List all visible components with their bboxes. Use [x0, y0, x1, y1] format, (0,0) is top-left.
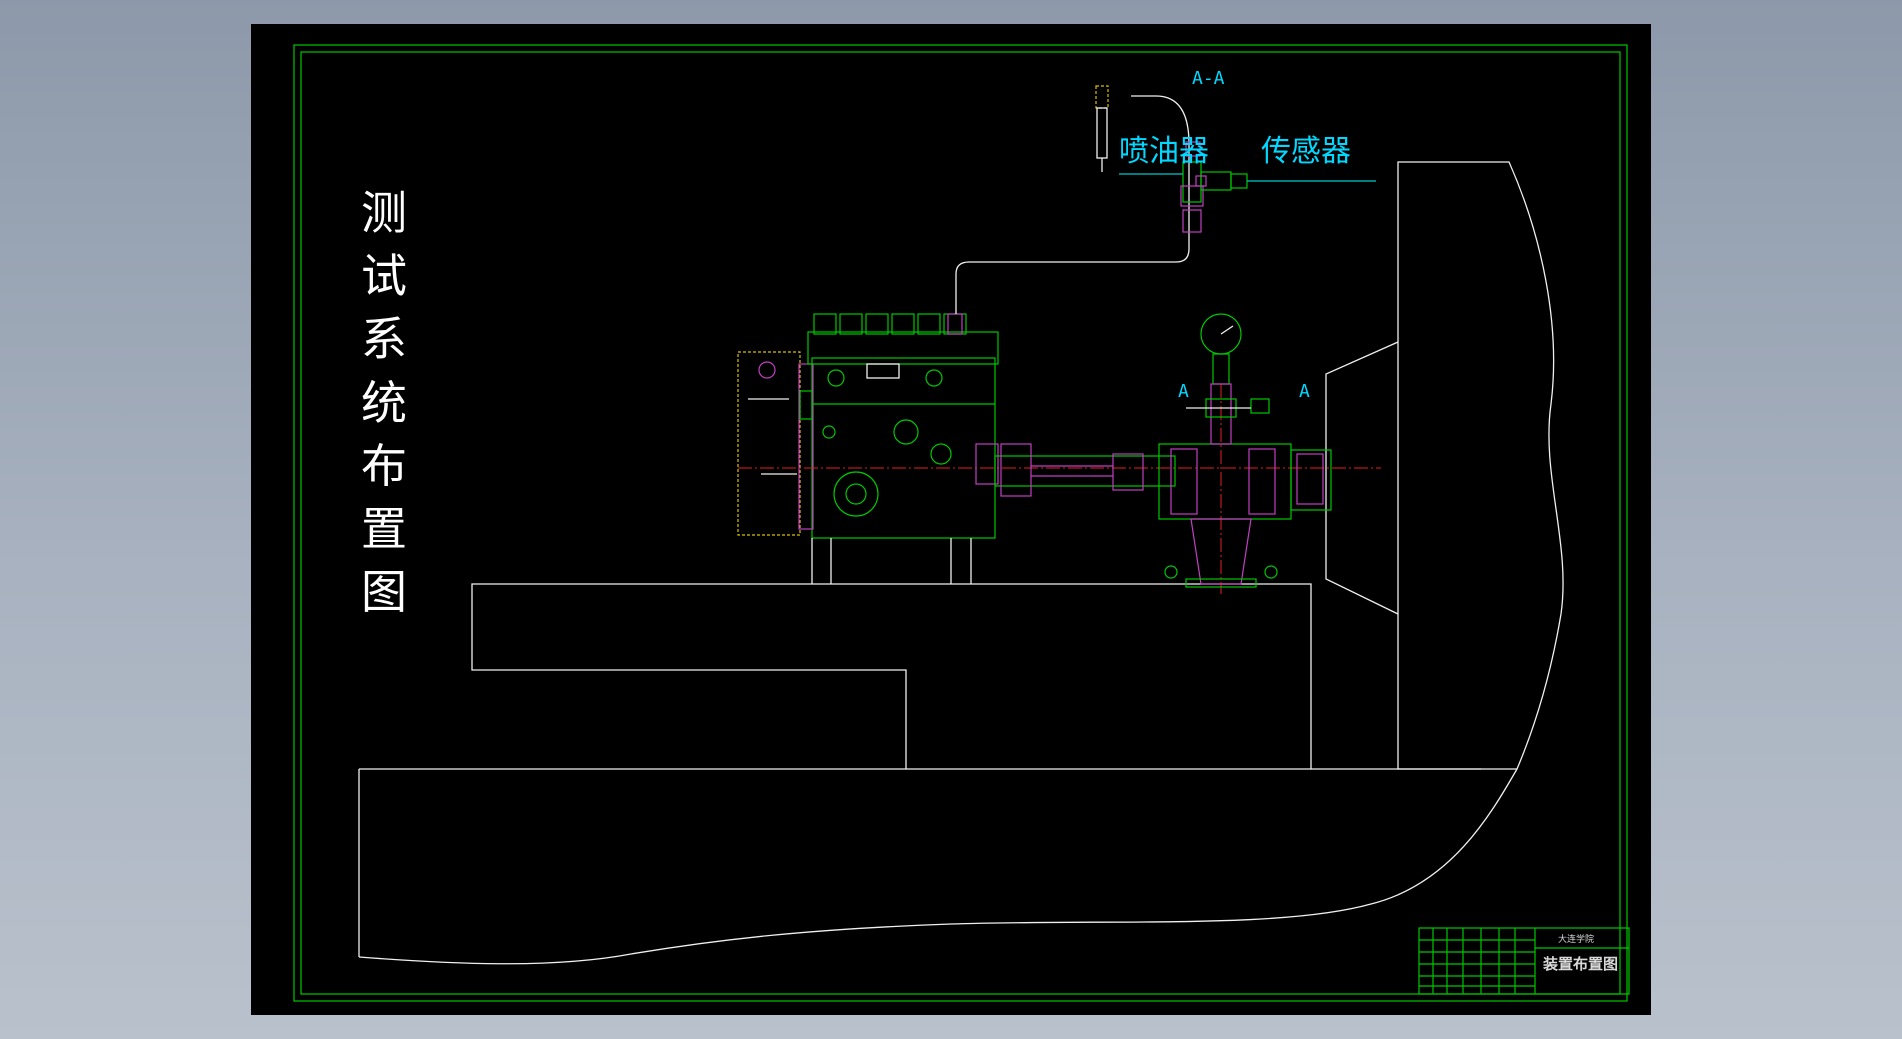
section-view-label: A-A	[1192, 68, 1225, 89]
title-char-4: 统	[361, 376, 407, 430]
motor-housing	[1325, 161, 1564, 770]
inner-frame	[300, 51, 1621, 995]
title-block-drawing-name: 装置布置图	[1542, 955, 1618, 973]
section-mark-left: A	[1178, 381, 1189, 402]
sensor-label: 传感器	[1261, 134, 1351, 169]
vertical-title: 测 试 系 统 布 置 图	[361, 186, 407, 619]
title-char-3: 系	[361, 312, 407, 366]
drawing-sheet: 测 试 系 统 布 置 图	[251, 24, 1651, 1015]
title-block-school: 大连学院	[1558, 933, 1594, 945]
section-mark-right: A	[1299, 381, 1310, 402]
coupling-shaft	[994, 443, 1176, 497]
outer-frame	[293, 44, 1628, 1002]
injector-sensor-assembly: 喷油器 传感器 A-A	[1095, 68, 1376, 233]
title-char-6: 置	[361, 502, 407, 556]
test-bench	[1158, 313, 1332, 594]
title-char-7: 图	[361, 565, 407, 619]
title-block: 大连学院 装置布置图	[1418, 927, 1630, 995]
injector-label: 喷油器	[1119, 134, 1209, 169]
cad-drawing: 测 试 系 统 布 置 图	[293, 44, 1630, 1002]
title-char-5: 布	[361, 439, 407, 493]
title-char-1: 测	[361, 186, 407, 240]
title-char-2: 试	[361, 249, 407, 303]
base-platform	[358, 583, 1518, 965]
fuel-injection-pump	[737, 95, 1381, 584]
